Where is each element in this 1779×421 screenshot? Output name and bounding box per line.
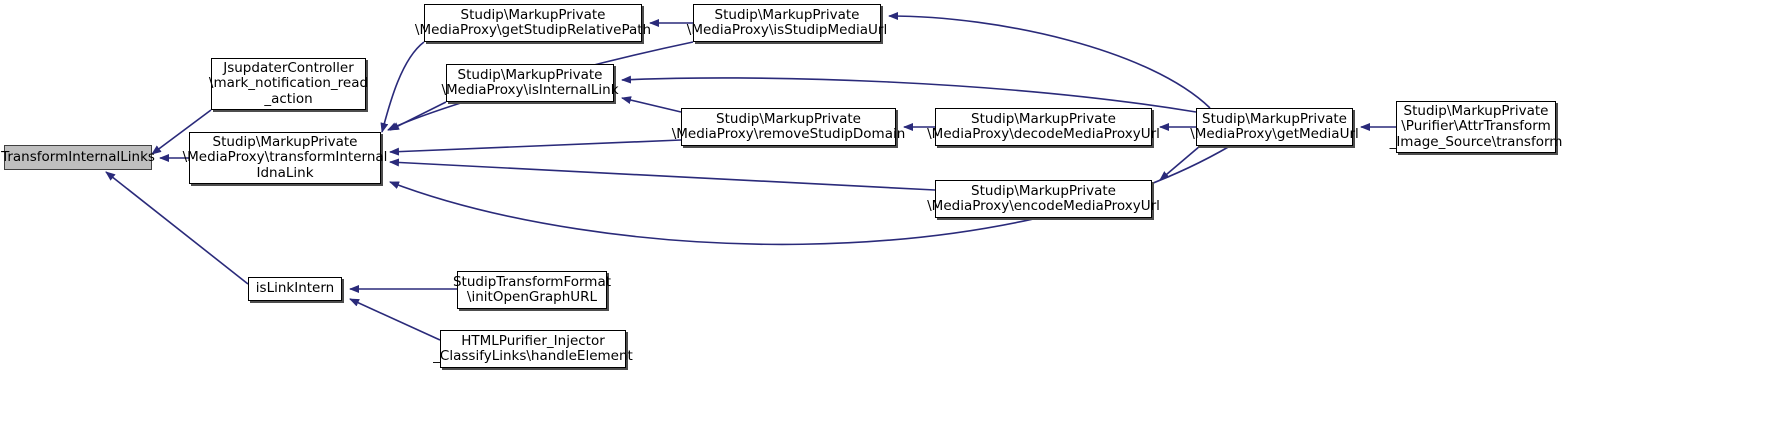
graph-node-remove-studip-domain[interactable]: Studip\MarkupPrivate \MediaProxy\removeS… <box>672 108 905 146</box>
graph-node-encode-media-proxy-url[interactable]: Studip\MarkupPrivate \MediaProxy\encodeM… <box>927 180 1160 218</box>
graph-edge-is-internal-link-to-transform-internal-idna-link <box>389 101 447 131</box>
graph-edge-remove-studip-domain-to-is-internal-link <box>621 96 682 113</box>
graph-edge-is-link-intern-to-transform-internal-links <box>105 171 249 285</box>
graph-edge-get-studip-relative-path-to-transform-internal-idna-link <box>380 41 425 133</box>
graph-edge-get-media-url-to-encode-media-proxy-url <box>1159 145 1201 181</box>
graph-node-transform-internal-links[interactable]: TransformInternalLinks <box>1 145 155 170</box>
graph-node-attr-transform-image-source-transform[interactable]: Studip\MarkupPrivate \Purifier\AttrTrans… <box>1390 101 1562 153</box>
graph-node-transform-internal-idna-link[interactable]: Studip\MarkupPrivate \MediaProxy\transfo… <box>183 132 387 184</box>
graph-node-classify-links-handle-element[interactable]: HTMLPurifier_Injector _ClassifyLinks\han… <box>433 330 633 368</box>
graph-edge-get-media-url-to-is-internal-link <box>621 75 1197 113</box>
graph-edge-remove-studip-domain-to-transform-internal-idna-link <box>389 139 682 156</box>
graph-edge-get-media-url-to-is-studip-media-url <box>888 12 1211 109</box>
graph-node-jsupdater-mark-notification-read-action[interactable]: JsupdaterController \mark_notification_r… <box>209 58 368 110</box>
graph-node-decode-media-proxy-url[interactable]: Studip\MarkupPrivate \MediaProxy\decodeM… <box>927 108 1160 146</box>
graph-node-is-studip-media-url[interactable]: Studip\MarkupPrivate \MediaProxy\isStudi… <box>687 4 887 42</box>
graph-node-init-open-graph-url[interactable]: StudipTransformFormat \initOpenGraphURL <box>453 271 611 309</box>
graph-node-get-media-url[interactable]: Studip\MarkupPrivate \MediaProxy\getMedi… <box>1190 108 1359 146</box>
graph-node-get-studip-relative-path[interactable]: Studip\MarkupPrivate \MediaProxy\getStud… <box>415 4 651 42</box>
graph-edge-classify-links-handle-element-to-is-link-intern <box>349 298 441 341</box>
graph-node-is-internal-link[interactable]: Studip\MarkupPrivate \MediaProxy\isInter… <box>441 64 619 102</box>
graph-node-is-link-intern[interactable]: isLinkIntern <box>248 277 342 301</box>
graph-edge-encode-media-proxy-url-to-transform-internal-idna-link <box>389 158 936 191</box>
